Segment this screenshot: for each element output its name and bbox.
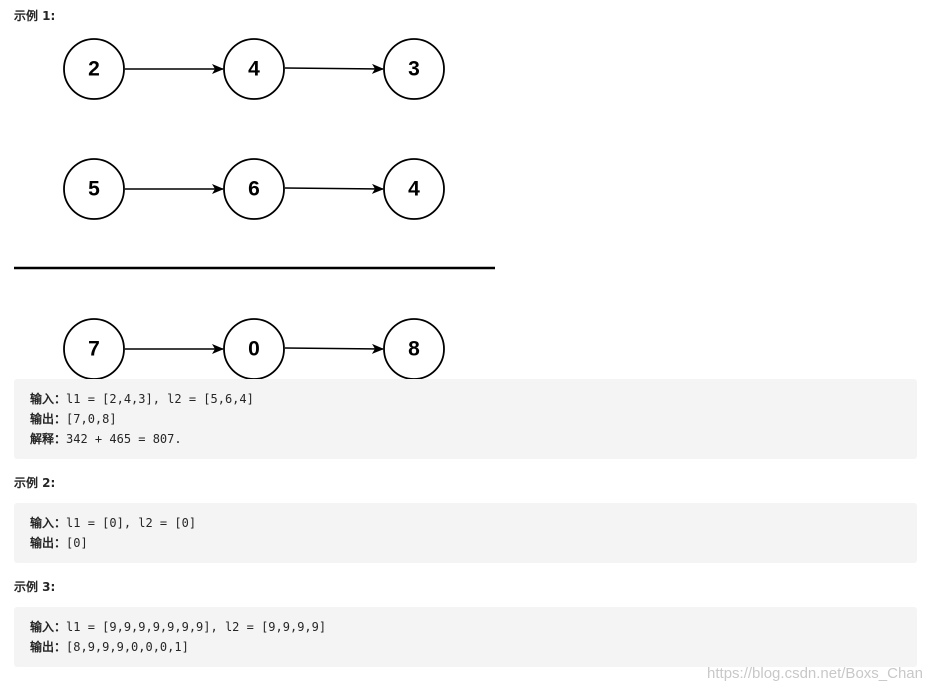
node-value: 7 [88,338,100,361]
example-1-output-line: 输出：[7,0,8] [30,409,917,429]
node-value: 3 [408,58,420,81]
output-value: [7,0,8] [66,412,117,426]
explain-value: 342 + 465 = 807. [66,432,182,446]
node-value: 4 [408,178,420,201]
node-value: 2 [88,58,100,81]
list2-node-0: 5 [63,158,125,220]
input-label: 输入： [30,516,67,530]
arrow [284,183,384,194]
list1-node-1: 4 [223,38,285,100]
list1-row: 2 4 3 [63,38,445,100]
input-value: l1 = [9,9,9,9,9,9,9], l2 = [9,9,9,9] [66,620,327,634]
linked-list-diagram: 2 4 3 5 6 4 7 [14,38,495,380]
example-1-heading: 示例 1: [14,9,56,23]
result-row: 7 0 8 [63,318,445,380]
watermark-text: https://blog.csdn.net/Boxs_Chan [707,665,923,682]
list1-node-2: 3 [383,38,445,100]
output-label: 输出： [30,640,67,654]
result-node-0: 7 [63,318,125,380]
node-value: 6 [248,178,260,201]
node-value: 4 [248,58,260,81]
output-label: 输出： [30,536,67,550]
example-2-input-line: 输入：l1 = [0], l2 = [0] [30,513,917,533]
list2-node-1: 6 [223,158,285,220]
output-value: [0] [66,536,88,550]
node-value: 8 [408,338,420,361]
list2-node-2: 4 [383,158,445,220]
arrow [284,343,384,354]
node-value: 0 [248,338,260,361]
example-2-output-line: 输出：[0] [30,533,917,553]
result-node-1: 0 [223,318,285,380]
input-value: l1 = [2,4,3], l2 = [5,6,4] [66,392,254,406]
input-label: 输入： [30,620,67,634]
input-label: 输入： [30,392,67,406]
example-2-codebox: 输入：l1 = [0], l2 = [0] 输出：[0] [14,503,917,563]
list2-row: 5 6 4 [63,158,445,220]
example-1-input-line: 输入：l1 = [2,4,3], l2 = [5,6,4] [30,389,917,409]
input-value: l1 = [0], l2 = [0] [66,516,197,530]
explain-label: 解释： [30,432,67,446]
example-3-output-line: 输出：[8,9,9,9,0,0,0,1] [30,637,917,657]
example-1-explain-line: 解释：342 + 465 = 807. [30,429,917,449]
result-node-2: 8 [383,318,445,380]
example-1-codebox: 输入：l1 = [2,4,3], l2 = [5,6,4] 输出：[7,0,8]… [14,379,917,459]
example-3-codebox: 输入：l1 = [9,9,9,9,9,9,9], l2 = [9,9,9,9] … [14,607,917,667]
example-3-heading: 示例 3: [14,580,56,594]
arrow [284,63,384,74]
output-label: 输出： [30,412,67,426]
example-3-input-line: 输入：l1 = [9,9,9,9,9,9,9], l2 = [9,9,9,9] [30,617,917,637]
node-value: 5 [88,178,100,201]
list1-node-0: 2 [63,38,125,100]
example-2-heading: 示例 2: [14,476,56,490]
output-value: [8,9,9,9,0,0,0,1] [66,640,189,654]
